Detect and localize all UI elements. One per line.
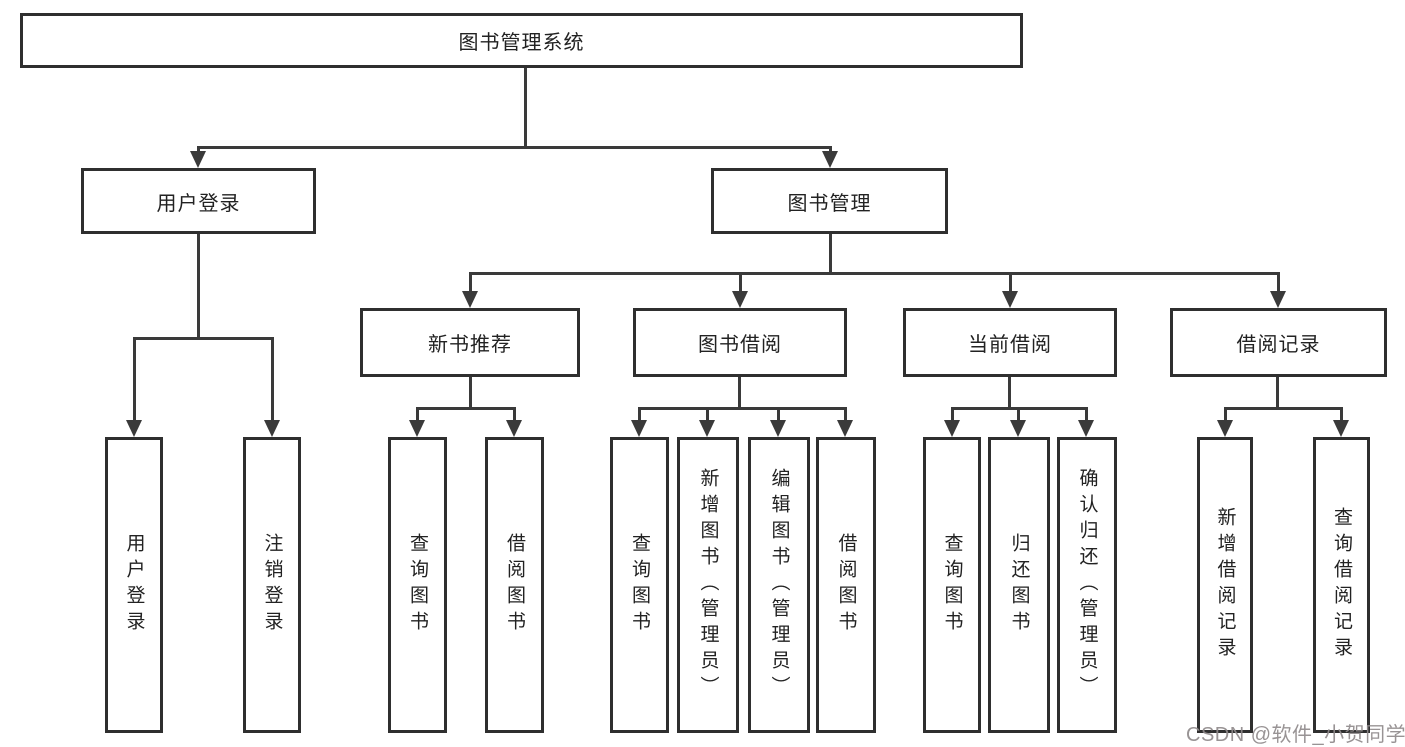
arrowhead-cb-query bbox=[944, 420, 960, 437]
node-book-borrow: 图书借阅 bbox=[633, 308, 847, 377]
leaf-borrow-book-recommend: 借阅图书 bbox=[485, 437, 544, 733]
arrowhead-br-add bbox=[1217, 420, 1233, 437]
leaf-add-book-admin: 新增图书（管理员） bbox=[677, 437, 739, 733]
connector-drop-new-book bbox=[469, 272, 472, 294]
leaf-logout: 注销登录 bbox=[243, 437, 301, 733]
connector-root-stem bbox=[524, 68, 527, 146]
connector-new-book-stem bbox=[469, 377, 472, 410]
leaf-query-borrow-record-label: 查询借阅记录 bbox=[1331, 507, 1352, 663]
node-user-login: 用户登录 bbox=[81, 168, 316, 234]
arrowhead-nb-query bbox=[409, 420, 425, 437]
leaf-user-login: 用户登录 bbox=[105, 437, 163, 733]
connector-drop-bb-borrow bbox=[844, 407, 847, 422]
arrowhead-cb-confirm bbox=[1078, 420, 1094, 437]
connector-drop-br-query bbox=[1340, 407, 1343, 422]
leaf-borrow-book-label: 借阅图书 bbox=[835, 533, 857, 637]
node-user-login-label: 用户登录 bbox=[156, 192, 241, 215]
node-book-management-label: 图书管理 bbox=[787, 192, 872, 215]
leaf-query-borrow-record: 查询借阅记录 bbox=[1313, 437, 1370, 733]
node-book-management: 图书管理 bbox=[711, 168, 948, 234]
connector-user-login-branch bbox=[133, 337, 273, 340]
connector-drop-book-borrow bbox=[739, 272, 742, 294]
connector-borrow-record-branch bbox=[1224, 407, 1343, 410]
leaf-borrow-book-recommend-label: 借阅图书 bbox=[504, 533, 525, 637]
node-borrow-record: 借阅记录 bbox=[1170, 308, 1387, 377]
connector-drop-leaf-user-login bbox=[133, 337, 136, 422]
connector-borrow-record-stem bbox=[1276, 377, 1279, 410]
node-root-label: 图书管理系统 bbox=[458, 32, 585, 54]
connector-new-book-branch bbox=[416, 407, 515, 410]
node-book-borrow-label: 图书借阅 bbox=[698, 334, 782, 356]
arrowhead-cb-return bbox=[1010, 420, 1026, 437]
node-new-book-recommend: 新书推荐 bbox=[360, 308, 580, 377]
csdn-watermark: CSDN @软件_小贺同学 bbox=[1186, 724, 1405, 746]
leaf-query-book-current: 查询图书 bbox=[923, 437, 981, 733]
leaf-edit-book-admin: 编辑图书（管理员） bbox=[748, 437, 810, 733]
connector-book-management-branch bbox=[469, 272, 1280, 275]
connector-current-borrow-stem bbox=[1008, 377, 1011, 410]
connector-drop-cb-query bbox=[951, 407, 954, 422]
connector-drop-bb-edit bbox=[777, 407, 780, 422]
leaf-return-book-label: 归还图书 bbox=[1008, 533, 1030, 637]
leaf-logout-label: 注销登录 bbox=[261, 533, 283, 637]
arrowhead-leaf-logout bbox=[264, 420, 280, 437]
arrowhead-nb-borrow bbox=[506, 420, 522, 437]
leaf-add-borrow-record-label: 新增借阅记录 bbox=[1214, 507, 1236, 663]
connector-drop-bb-add bbox=[706, 407, 709, 422]
leaf-borrow-book: 借阅图书 bbox=[816, 437, 876, 733]
connector-drop-user-login bbox=[197, 146, 200, 154]
connector-drop-bb-query bbox=[638, 407, 641, 422]
leaf-add-book-admin-label: 新增图书（管理员） bbox=[697, 468, 719, 702]
arrowhead-br-query bbox=[1333, 420, 1349, 437]
connector-drop-book-management bbox=[829, 146, 832, 154]
node-borrow-record-label: 借阅记录 bbox=[1236, 334, 1321, 356]
leaf-confirm-return-admin-label: 确认归还（管理员） bbox=[1076, 468, 1098, 702]
node-current-borrow-label: 当前借阅 bbox=[968, 334, 1052, 356]
connector-book-borrow-stem bbox=[738, 377, 741, 410]
connector-book-borrow-branch bbox=[638, 407, 847, 410]
node-root-library-system: 图书管理系统 bbox=[20, 13, 1023, 68]
connector-drop-nb-borrow bbox=[513, 407, 516, 422]
arrowhead-new-book bbox=[462, 291, 478, 308]
connector-drop-cb-return bbox=[1017, 407, 1020, 422]
connector-drop-nb-query bbox=[416, 407, 419, 422]
arrowhead-leaf-user-login bbox=[126, 420, 142, 437]
arrowhead-bb-edit bbox=[770, 420, 786, 437]
connector-root-branch bbox=[197, 146, 832, 149]
leaf-confirm-return-admin: 确认归还（管理员） bbox=[1057, 437, 1117, 733]
leaf-return-book: 归还图书 bbox=[988, 437, 1050, 733]
leaf-user-login-label: 用户登录 bbox=[123, 533, 145, 637]
arrowhead-book-borrow bbox=[732, 291, 748, 308]
arrowhead-bb-query bbox=[631, 420, 647, 437]
connector-drop-borrow-record bbox=[1277, 272, 1280, 294]
connector-book-management-stem bbox=[829, 234, 832, 275]
node-current-borrow: 当前借阅 bbox=[903, 308, 1117, 377]
leaf-query-book-borrow: 查询图书 bbox=[610, 437, 669, 733]
leaf-query-book-recommend: 查询图书 bbox=[388, 437, 447, 733]
node-new-book-recommend-label: 新书推荐 bbox=[428, 334, 512, 356]
connector-drop-cb-confirm bbox=[1085, 407, 1088, 422]
leaf-add-borrow-record: 新增借阅记录 bbox=[1197, 437, 1253, 733]
arrowhead-current-borrow bbox=[1002, 291, 1018, 308]
connector-drop-current-borrow bbox=[1009, 272, 1012, 294]
leaf-edit-book-admin-label: 编辑图书（管理员） bbox=[768, 468, 790, 702]
leaf-query-book-borrow-label: 查询图书 bbox=[629, 533, 650, 637]
connector-drop-br-add bbox=[1224, 407, 1227, 422]
arrowhead-bb-add bbox=[699, 420, 715, 437]
leaf-query-book-recommend-label: 查询图书 bbox=[407, 533, 428, 637]
arrowhead-user-login bbox=[190, 151, 206, 168]
connector-drop-leaf-logout bbox=[271, 337, 274, 422]
connector-user-login-stem bbox=[197, 234, 200, 337]
arrowhead-borrow-record bbox=[1270, 291, 1286, 308]
arrowhead-bb-borrow bbox=[837, 420, 853, 437]
arrowhead-book-management bbox=[822, 151, 838, 168]
leaf-query-book-current-label: 查询图书 bbox=[941, 533, 963, 637]
